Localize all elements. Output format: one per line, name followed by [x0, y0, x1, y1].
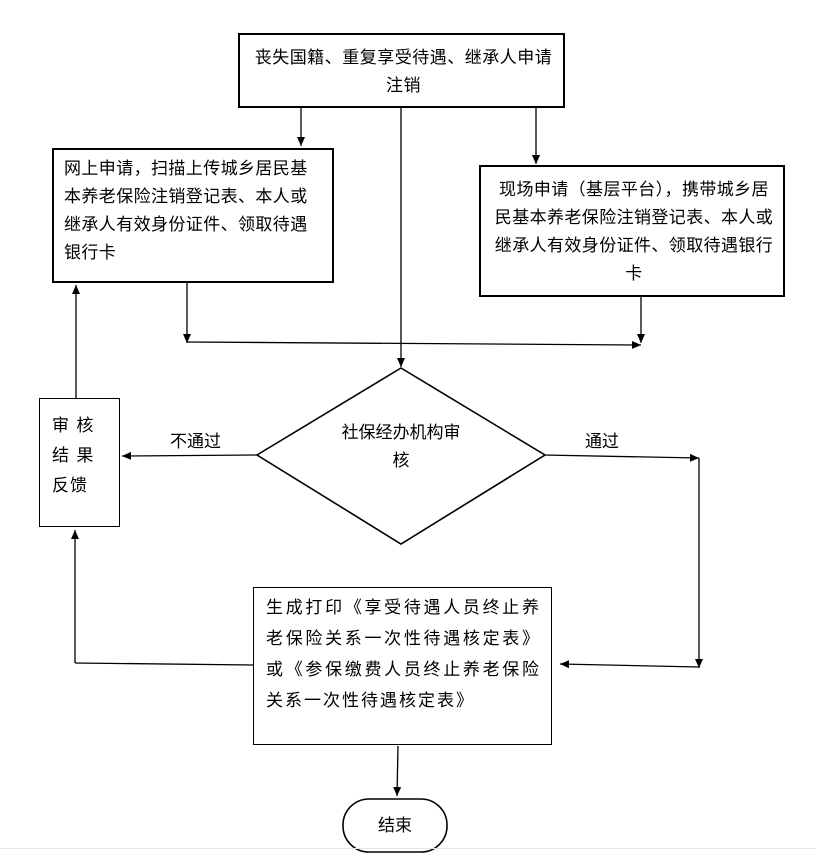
arrow-fail — [121, 451, 258, 460]
arrow-collector — [186, 340, 642, 349]
onsite-apply-box: 现场申请（基层平台），携带城乡居民基本养老保险注销登记表、本人或继承人有效身份证… — [479, 165, 785, 297]
end-text: 结束 — [378, 816, 412, 836]
feedback-box: 审 核 结 果 反馈 — [39, 398, 120, 527]
edge-label-pass: 通过 — [585, 432, 619, 452]
arrow-print-to-end — [393, 745, 402, 797]
online-apply-box: 网上申请，扫描上传城乡居民基本养老保险注销登记表、本人或继承人有效身份证件、领取… — [52, 148, 334, 283]
top-start-text: 丧失国籍、重复享受待遇、继承人申请注销 — [254, 48, 553, 96]
print-form-box: 生成打印《享受待遇人员终止养老保险关系一次性待遇核定表》或《参保缴费人员终止养老… — [253, 587, 552, 745]
end-terminator-shape — [342, 798, 448, 853]
arrow-pass — [542, 453, 700, 462]
online-apply-text: 网上申请，扫描上传城乡居民基本养老保险注销登记表、本人或继承人有效身份证件、领取… — [64, 159, 308, 263]
arrow-to-print — [559, 660, 700, 669]
review-diamond-text: 社保经办机构审核 — [341, 423, 461, 471]
page-bottom-border — [0, 848, 815, 849]
line-print-left — [74, 662, 254, 666]
review-diamond-shape — [255, 367, 547, 545]
onsite-apply-text: 现场申请（基层平台），携带城乡居民基本养老保险注销登记表、本人或继承人有效身份证… — [494, 180, 774, 284]
top-start-box: 丧失国籍、重复享受待遇、继承人申请注销 — [238, 33, 565, 108]
feedback-text: 审 核 结 果 反馈 — [52, 416, 95, 496]
print-form-text: 生成打印《享受待遇人员终止养老保险关系一次性待遇核定表》或《参保缴费人员终止养老… — [266, 598, 541, 711]
edge-label-fail: 不通过 — [170, 432, 221, 452]
